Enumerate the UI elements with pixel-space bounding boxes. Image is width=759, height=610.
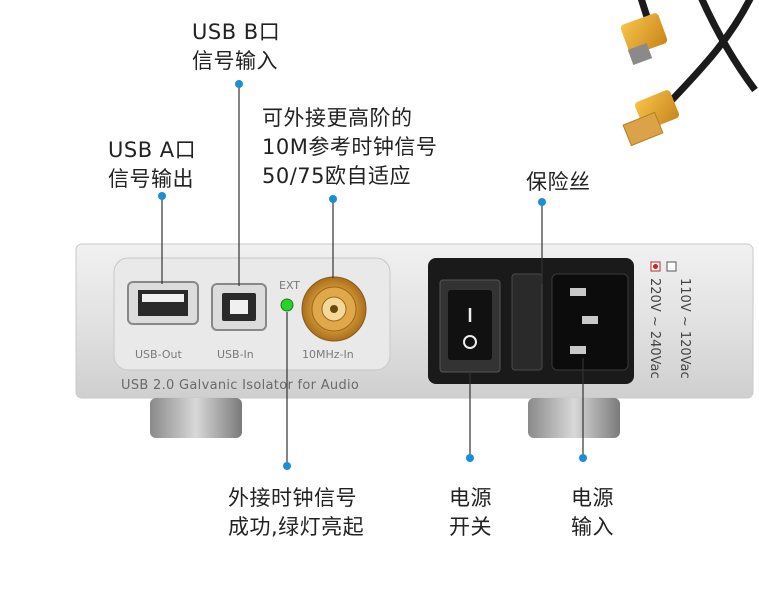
callout-fuse-line1: 保险丝 — [526, 170, 591, 194]
callout-ext-led-line1: 外接时钟信号 — [228, 486, 357, 510]
callout-power-input-line2: 输入 — [571, 515, 614, 539]
callout-usb-a-line2: 信号输出 — [108, 167, 194, 191]
callout-clock-in: 可外接更高阶的 10M参考时钟信号 50/75欧自适应 — [262, 104, 437, 191]
callout-clock-in-line2: 10M参考时钟信号 — [262, 135, 438, 159]
callout-clock-in-line1: 可外接更高阶的 — [262, 106, 413, 130]
bnc-connector — [301, 276, 367, 342]
panel-caption: USB 2.0 Galvanic Isolator for Audio — [121, 378, 360, 393]
callout-usb-b-line2: 信号输入 — [192, 49, 278, 73]
callout-fuse: 保险丝 — [526, 168, 591, 197]
clock-in-label: 10MHz-In — [302, 348, 354, 361]
callout-usb-b: USB B口 信号输入 — [192, 18, 280, 76]
callout-dots — [158, 80, 587, 470]
callout-power-switch-line1: 电源 — [449, 486, 492, 510]
callout-clock-in-line3: 50/75欧自适应 — [262, 164, 412, 188]
callout-power-input: 电源 输入 — [571, 484, 614, 542]
iec-power-socket — [551, 273, 629, 371]
voltage-220-label: 220V ~ 240Vac — [647, 278, 662, 379]
callout-ext-led: 外接时钟信号 成功,绿灯亮起 — [228, 484, 364, 542]
callout-power-switch-line2: 开关 — [449, 515, 492, 539]
ext-label: EXT — [279, 279, 301, 292]
ext-led — [280, 298, 294, 312]
usb-out-label: USB-Out — [135, 348, 182, 361]
usb-cable — [620, 0, 758, 147]
usb-b-port — [211, 283, 267, 331]
callout-usb-b-line1: USB B口 — [192, 20, 281, 44]
callout-power-switch: 电源 开关 — [449, 484, 492, 542]
usb-in-label: USB-In — [217, 348, 254, 361]
callout-ext-led-line2: 成功,绿灯亮起 — [228, 515, 365, 539]
power-switch — [439, 279, 501, 373]
callout-power-input-line1: 电源 — [571, 486, 614, 510]
voltage-110-label: 110V ~ 120Vac — [677, 278, 692, 379]
callout-usb-a: USB A口 信号输出 — [108, 136, 196, 194]
leader-lines — [161, 84, 584, 466]
callout-usb-a-line1: USB A口 — [108, 138, 197, 162]
usb-a-port — [127, 281, 199, 325]
fuse-holder — [511, 273, 543, 371]
